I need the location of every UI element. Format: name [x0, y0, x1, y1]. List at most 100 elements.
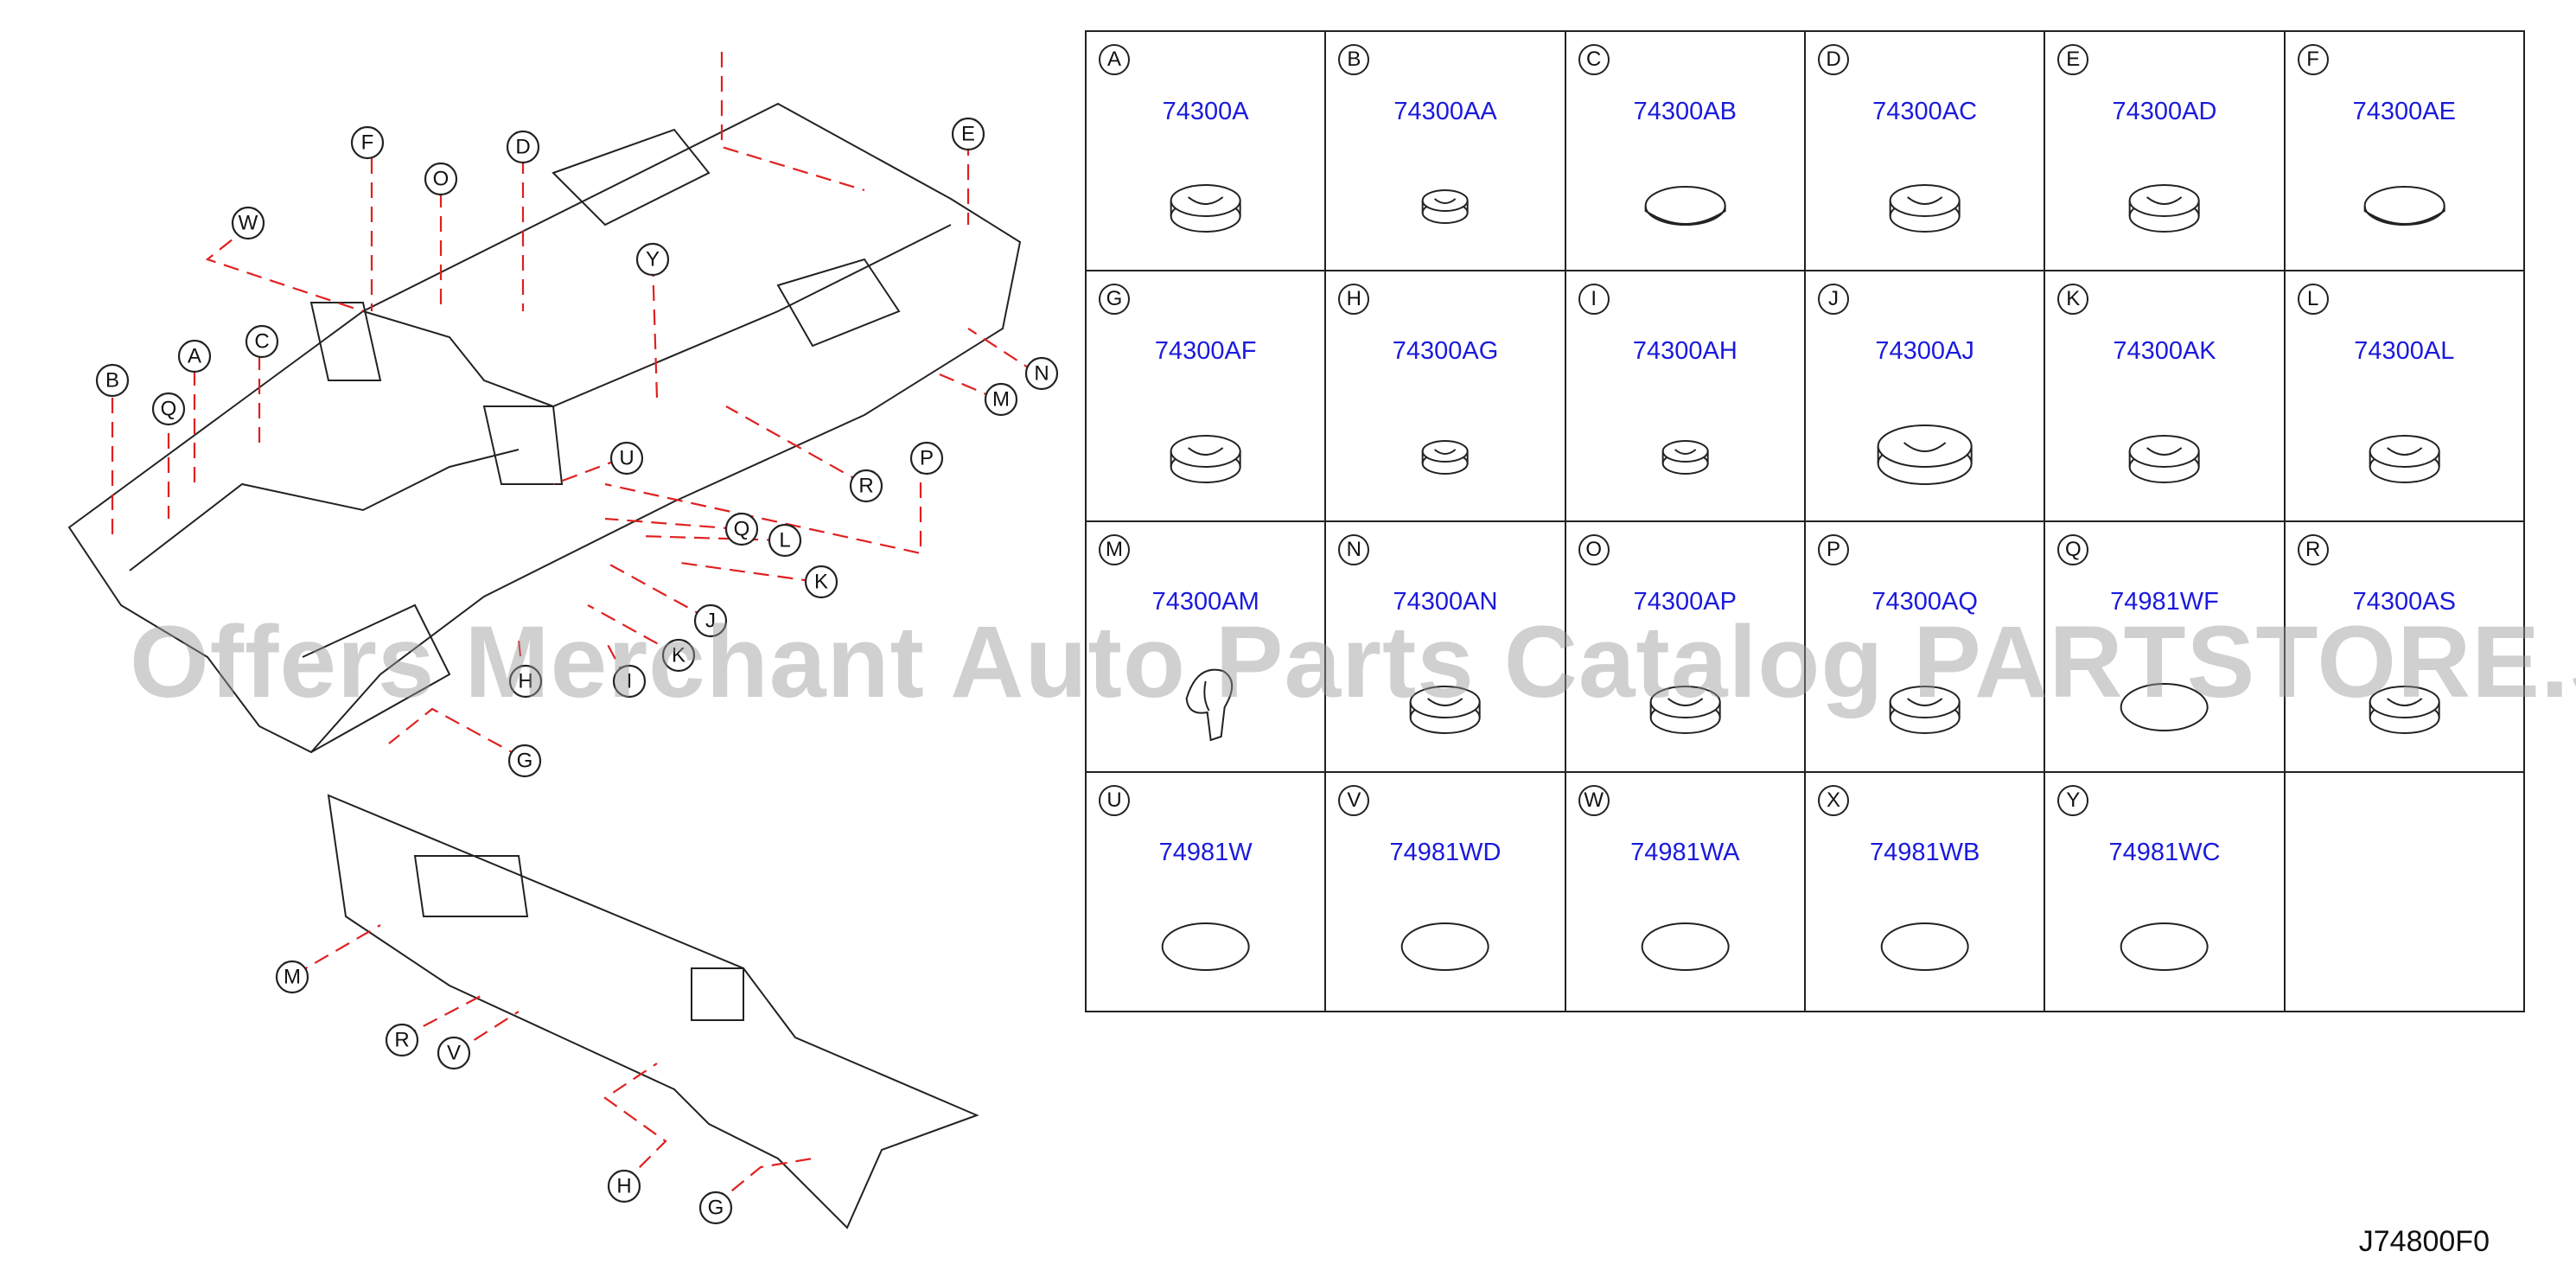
part-letter: V: [1338, 785, 1370, 816]
part-cell: L 74300AL: [2283, 270, 2526, 522]
part-letter: M: [1099, 534, 1130, 565]
callout-lower-M: M: [275, 960, 309, 994]
clip-icon: [1087, 664, 1324, 742]
part-number[interactable]: 74300AJ: [1875, 337, 1974, 365]
part-number[interactable]: 74300AA: [1393, 98, 1497, 125]
part-number[interactable]: 74300AK: [2113, 337, 2216, 365]
callout-O: O: [424, 162, 458, 196]
part-cell: R 74300AS: [2283, 520, 2526, 773]
svg-text:A: A: [188, 345, 201, 368]
plug-large-icon: [1806, 163, 2044, 240]
part-number[interactable]: 74981WB: [1869, 839, 1980, 866]
part-letter: R: [2297, 534, 2329, 565]
part-cell: K 74300AK: [2044, 270, 2286, 522]
svg-text:Q: Q: [734, 518, 750, 541]
part-letter: D: [1817, 44, 1849, 75]
plug-large-icon: [1087, 163, 1324, 240]
callout-A: A: [177, 339, 212, 373]
part-cell: N 74300AN: [1324, 520, 1566, 773]
plug-xl-icon: [1806, 413, 2044, 491]
oval-icon: [1087, 903, 1324, 981]
plug-small-icon: [1566, 413, 1804, 491]
part-letter: I: [1578, 284, 1610, 315]
callout-B: B: [95, 363, 130, 398]
part-number[interactable]: 74300AS: [2352, 588, 2456, 616]
part-letter: L: [2297, 284, 2329, 315]
callout-lower-G: G: [698, 1190, 733, 1225]
part-number[interactable]: 74981WC: [2108, 839, 2221, 866]
disc-icon: [1566, 163, 1804, 240]
callout-K: K: [804, 565, 838, 599]
callout-I: I: [612, 664, 647, 699]
part-number[interactable]: 74300AC: [1872, 98, 1978, 125]
callout-Q: Q: [151, 392, 186, 426]
plug-large-icon: [2045, 163, 2283, 240]
part-letter: N: [1338, 534, 1370, 565]
part-number[interactable]: 74300AP: [1633, 588, 1737, 616]
callout-R: R: [849, 469, 883, 503]
svg-text:M: M: [284, 966, 301, 989]
plug-large-icon: [2286, 413, 2523, 491]
svg-text:V: V: [447, 1042, 461, 1065]
part-cell: V 74981WD: [1324, 771, 1566, 1012]
part-letter: F: [2297, 44, 2329, 75]
part-number[interactable]: 74981W: [1158, 839, 1253, 866]
callouts-upper: F O D W Y E B A C Q N M U R P Q L K J K …: [95, 117, 1059, 778]
plug-small-icon: [1326, 163, 1564, 240]
part-number[interactable]: 74981WF: [2110, 588, 2219, 616]
part-letter: J: [1817, 284, 1849, 315]
plug-large-icon: [1806, 664, 2044, 742]
callout-W: W: [231, 206, 265, 240]
part-number[interactable]: 74300AD: [2112, 98, 2217, 125]
part-number[interactable]: 74981WD: [1389, 839, 1502, 866]
callout-U: U: [609, 441, 644, 476]
part-letter: G: [1099, 284, 1130, 315]
part-cell: G 74300AF: [1084, 270, 1327, 522]
callout-F: F: [350, 125, 385, 160]
parts-row: G 74300AF H 74300AG I 74300AH J 74300AJ K 74300AK…: [1084, 270, 2526, 522]
part-letter: O: [1578, 534, 1610, 565]
part-number[interactable]: 74300A: [1162, 98, 1249, 125]
part-number[interactable]: 74300AB: [1633, 98, 1737, 125]
part-cell: A 74300A: [1084, 30, 1327, 271]
floor-panel-diagram: F O D W Y E B A C Q N M U R P Q L K J K …: [67, 52, 1059, 1229]
part-number[interactable]: 74300AG: [1392, 337, 1499, 365]
part-number[interactable]: 74300AL: [2354, 337, 2455, 365]
callout-L: L: [768, 523, 802, 558]
part-letter: H: [1338, 284, 1370, 315]
svg-text:I: I: [627, 670, 633, 693]
svg-text:G: G: [517, 750, 533, 773]
part-letter: A: [1099, 44, 1130, 75]
callout-M: M: [984, 382, 1018, 417]
svg-text:R: R: [858, 475, 873, 498]
svg-text:K: K: [672, 644, 685, 667]
part-number[interactable]: 74300AE: [2352, 98, 2456, 125]
callout-Y: Y: [635, 242, 670, 277]
part-cell: M 74300AM: [1084, 520, 1327, 773]
part-number[interactable]: 74300AF: [1154, 337, 1257, 365]
svg-text:Q: Q: [161, 398, 177, 421]
part-number[interactable]: 74300AH: [1632, 337, 1738, 365]
svg-text:K: K: [814, 571, 828, 594]
callout-P: P: [909, 441, 944, 476]
part-number[interactable]: 74300AN: [1393, 588, 1498, 616]
disc-icon: [2286, 163, 2523, 240]
part-cell: [2283, 771, 2526, 1012]
part-number[interactable]: 74300AQ: [1871, 588, 1978, 616]
svg-text:J: J: [705, 610, 716, 633]
part-number[interactable]: 74981WA: [1630, 839, 1740, 866]
part-letter: B: [1338, 44, 1370, 75]
callout-lower-V: V: [437, 1036, 471, 1070]
part-cell: B 74300AA: [1324, 30, 1566, 271]
part-number[interactable]: 74300AM: [1151, 588, 1259, 616]
svg-text:M: M: [992, 388, 1010, 412]
part-cell: O 74300AP: [1564, 520, 1806, 773]
svg-text:B: B: [105, 369, 119, 393]
plug-large-icon: [1326, 664, 1564, 742]
part-letter: K: [2057, 284, 2089, 315]
plug-large-icon: [2286, 664, 2523, 742]
